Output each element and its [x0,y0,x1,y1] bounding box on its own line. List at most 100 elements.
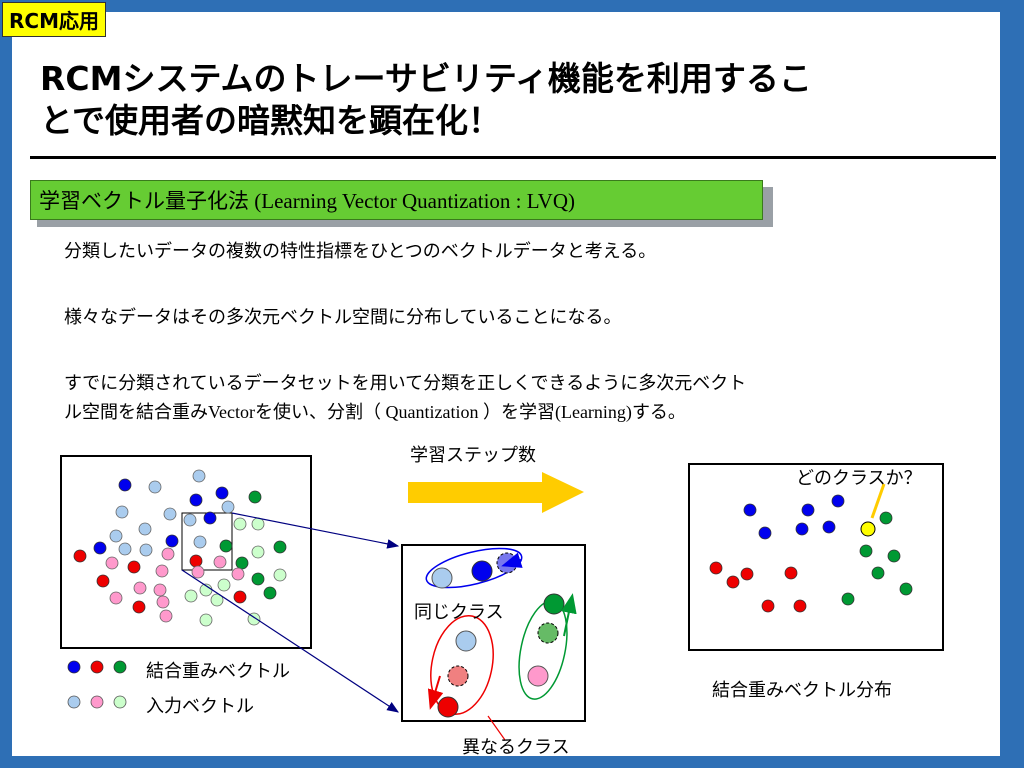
scatter-dot [795,522,809,536]
scatter-dot [105,556,119,570]
scatter-dot [184,589,198,603]
p3-seg-e: ）を学習 [482,402,555,423]
scatter-dot [109,591,123,605]
scatter-dot [219,539,233,553]
scatter-dot [273,568,287,582]
learning-steps-arrow [408,472,584,513]
paragraph-2: 様々なデータはその多次元ベクトル空間に分布していることになる。 [64,307,622,328]
scatter-dot [213,555,227,569]
different-class-label: 異なるクラス [462,737,570,758]
scatter-dot [887,549,901,563]
corner-label: RCM応用 [2,2,106,37]
scatter-dot [189,493,203,507]
scatter-dot [871,566,885,580]
scatter-dot [155,564,169,578]
unknown-point [860,521,876,537]
scatter-dot [879,511,893,525]
scatter-dot [235,556,249,570]
scatter-dot [165,534,179,548]
scatter-dot [758,526,772,540]
topic-en: (Learning Vector Quantization : LVQ) [249,189,575,213]
scatter-dot [161,547,175,561]
slide-title: RCMシステムのトレーサビリティ機能を利用するこ とで使用者の暗黙知を顕在化！ [40,58,990,142]
p3-seg-d: Quantization [380,402,483,422]
title-divider [30,156,996,159]
scatter-dot [899,582,913,596]
scatter-dot [159,609,173,623]
topic-box: 学習ベクトル量子化法 (Learning Vector Quantization… [30,180,763,220]
scatter-dot [153,583,167,597]
scatter-dot [193,535,207,549]
scatter-dot [743,503,757,517]
scatter-dot [132,600,146,614]
learning-steps-label: 学習ステップ数 [410,445,536,466]
p3-seg-a: ル空間を結合重み [64,402,208,423]
same-class-label: 同じクラス [414,602,504,623]
scatter-dot [139,543,153,557]
scatter-dot [726,575,740,589]
scatter-dot [841,592,855,606]
scatter-dot [709,561,723,575]
scatter-dot [189,554,203,568]
paragraph-3-line-2: ル空間を結合重みVectorを使い、分割（ Quantization ）を学習(… [64,398,746,427]
scatter-dot [221,500,235,514]
zoom-line-bottom [181,569,400,713]
scatter-dot [233,590,247,604]
paragraph-3: すでに分類されているデータセットを用いて分類を正しくできるように多次元ベクト ル… [64,370,746,427]
scatter-dot [251,572,265,586]
diff-class-pointer [487,715,506,741]
scatter-dot [73,549,87,563]
paragraph-3-line-1: すでに分類されているデータセットを用いて分類を正しくできるように多次元ベクト [64,373,747,394]
scatter-dot [109,529,123,543]
p3-seg-f: (Learning) [554,402,632,422]
scatter-dot [163,507,177,521]
scatter-dot [801,503,815,517]
legend-input-label: 入力ベクトル [146,696,254,717]
scatter-dot [183,513,197,527]
scatter-dot [96,574,110,588]
scatter-dot [831,494,845,508]
right-panel-dots [709,494,913,613]
scatter-dot [251,517,265,531]
scatter-dot [156,595,170,609]
scatter-dot [263,586,277,600]
scatter-dot [784,566,798,580]
distribution-label: 結合重みベクトル分布 [712,680,892,701]
scatter-dot [822,520,836,534]
scatter-dot [203,511,217,525]
which-class-label: どのクラスか？ [796,468,922,489]
scatter-dot [761,599,775,613]
p3-seg-g: する。 [631,402,686,423]
scatter-dot [217,578,231,592]
scatter-dot [133,581,147,595]
topic-jp: 学習ベクトル量子化法 [39,189,249,213]
scatter-dot [251,545,265,559]
scatter-dot [273,540,287,554]
scatter-dot [215,486,229,500]
left-panel-dots [73,469,287,627]
title-line-1: RCMシステムのトレーサビリティ機能を利用するこ [40,59,812,98]
scatter-dot [793,599,807,613]
scatter-dot [192,469,206,483]
scatter-dot [138,522,152,536]
zoom-line-top [231,512,400,549]
scatter-dot [118,542,132,556]
scatter-dot [248,490,262,504]
p3-seg-b: Vector [208,402,255,422]
scatter-dot [148,480,162,494]
scatter-dot [210,593,224,607]
scatter-dot [199,613,213,627]
weight-distribution-panel [688,463,944,651]
p3-seg-c: を使い、分割（ [254,402,381,423]
legend-weight-label: 結合重みベクトル [146,661,290,682]
scatter-dot [231,567,245,581]
scatter-dot [859,544,873,558]
unknown-pointer [870,483,886,519]
scatter-dot [93,541,107,555]
scatter-dot [127,560,141,574]
paragraph-1: 分類したいデータの複数の特性指標をひとつのベクトルデータと考える。 [64,241,657,262]
scatter-dot [118,478,132,492]
scatter-dot [115,505,129,519]
title-line-2: とで使用者の暗黙知を顕在化！ [40,101,502,140]
